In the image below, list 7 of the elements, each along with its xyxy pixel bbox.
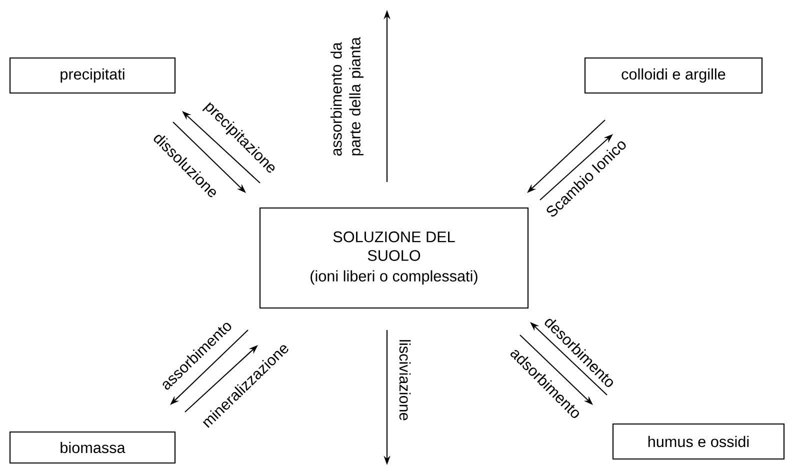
label-box: colloidi e argille (584, 57, 763, 94)
edge-label: assorbimento da parte della pianta (329, 32, 365, 158)
edge-label: lisciviazione (398, 338, 412, 422)
label-box: humus e ossidi (612, 423, 785, 460)
label-box: precipitati (9, 57, 176, 94)
label-box: SOLUZIONE DEL SUOLO (ioni liberi o complessati) (259, 207, 529, 309)
label-box: biomassa (9, 431, 176, 464)
